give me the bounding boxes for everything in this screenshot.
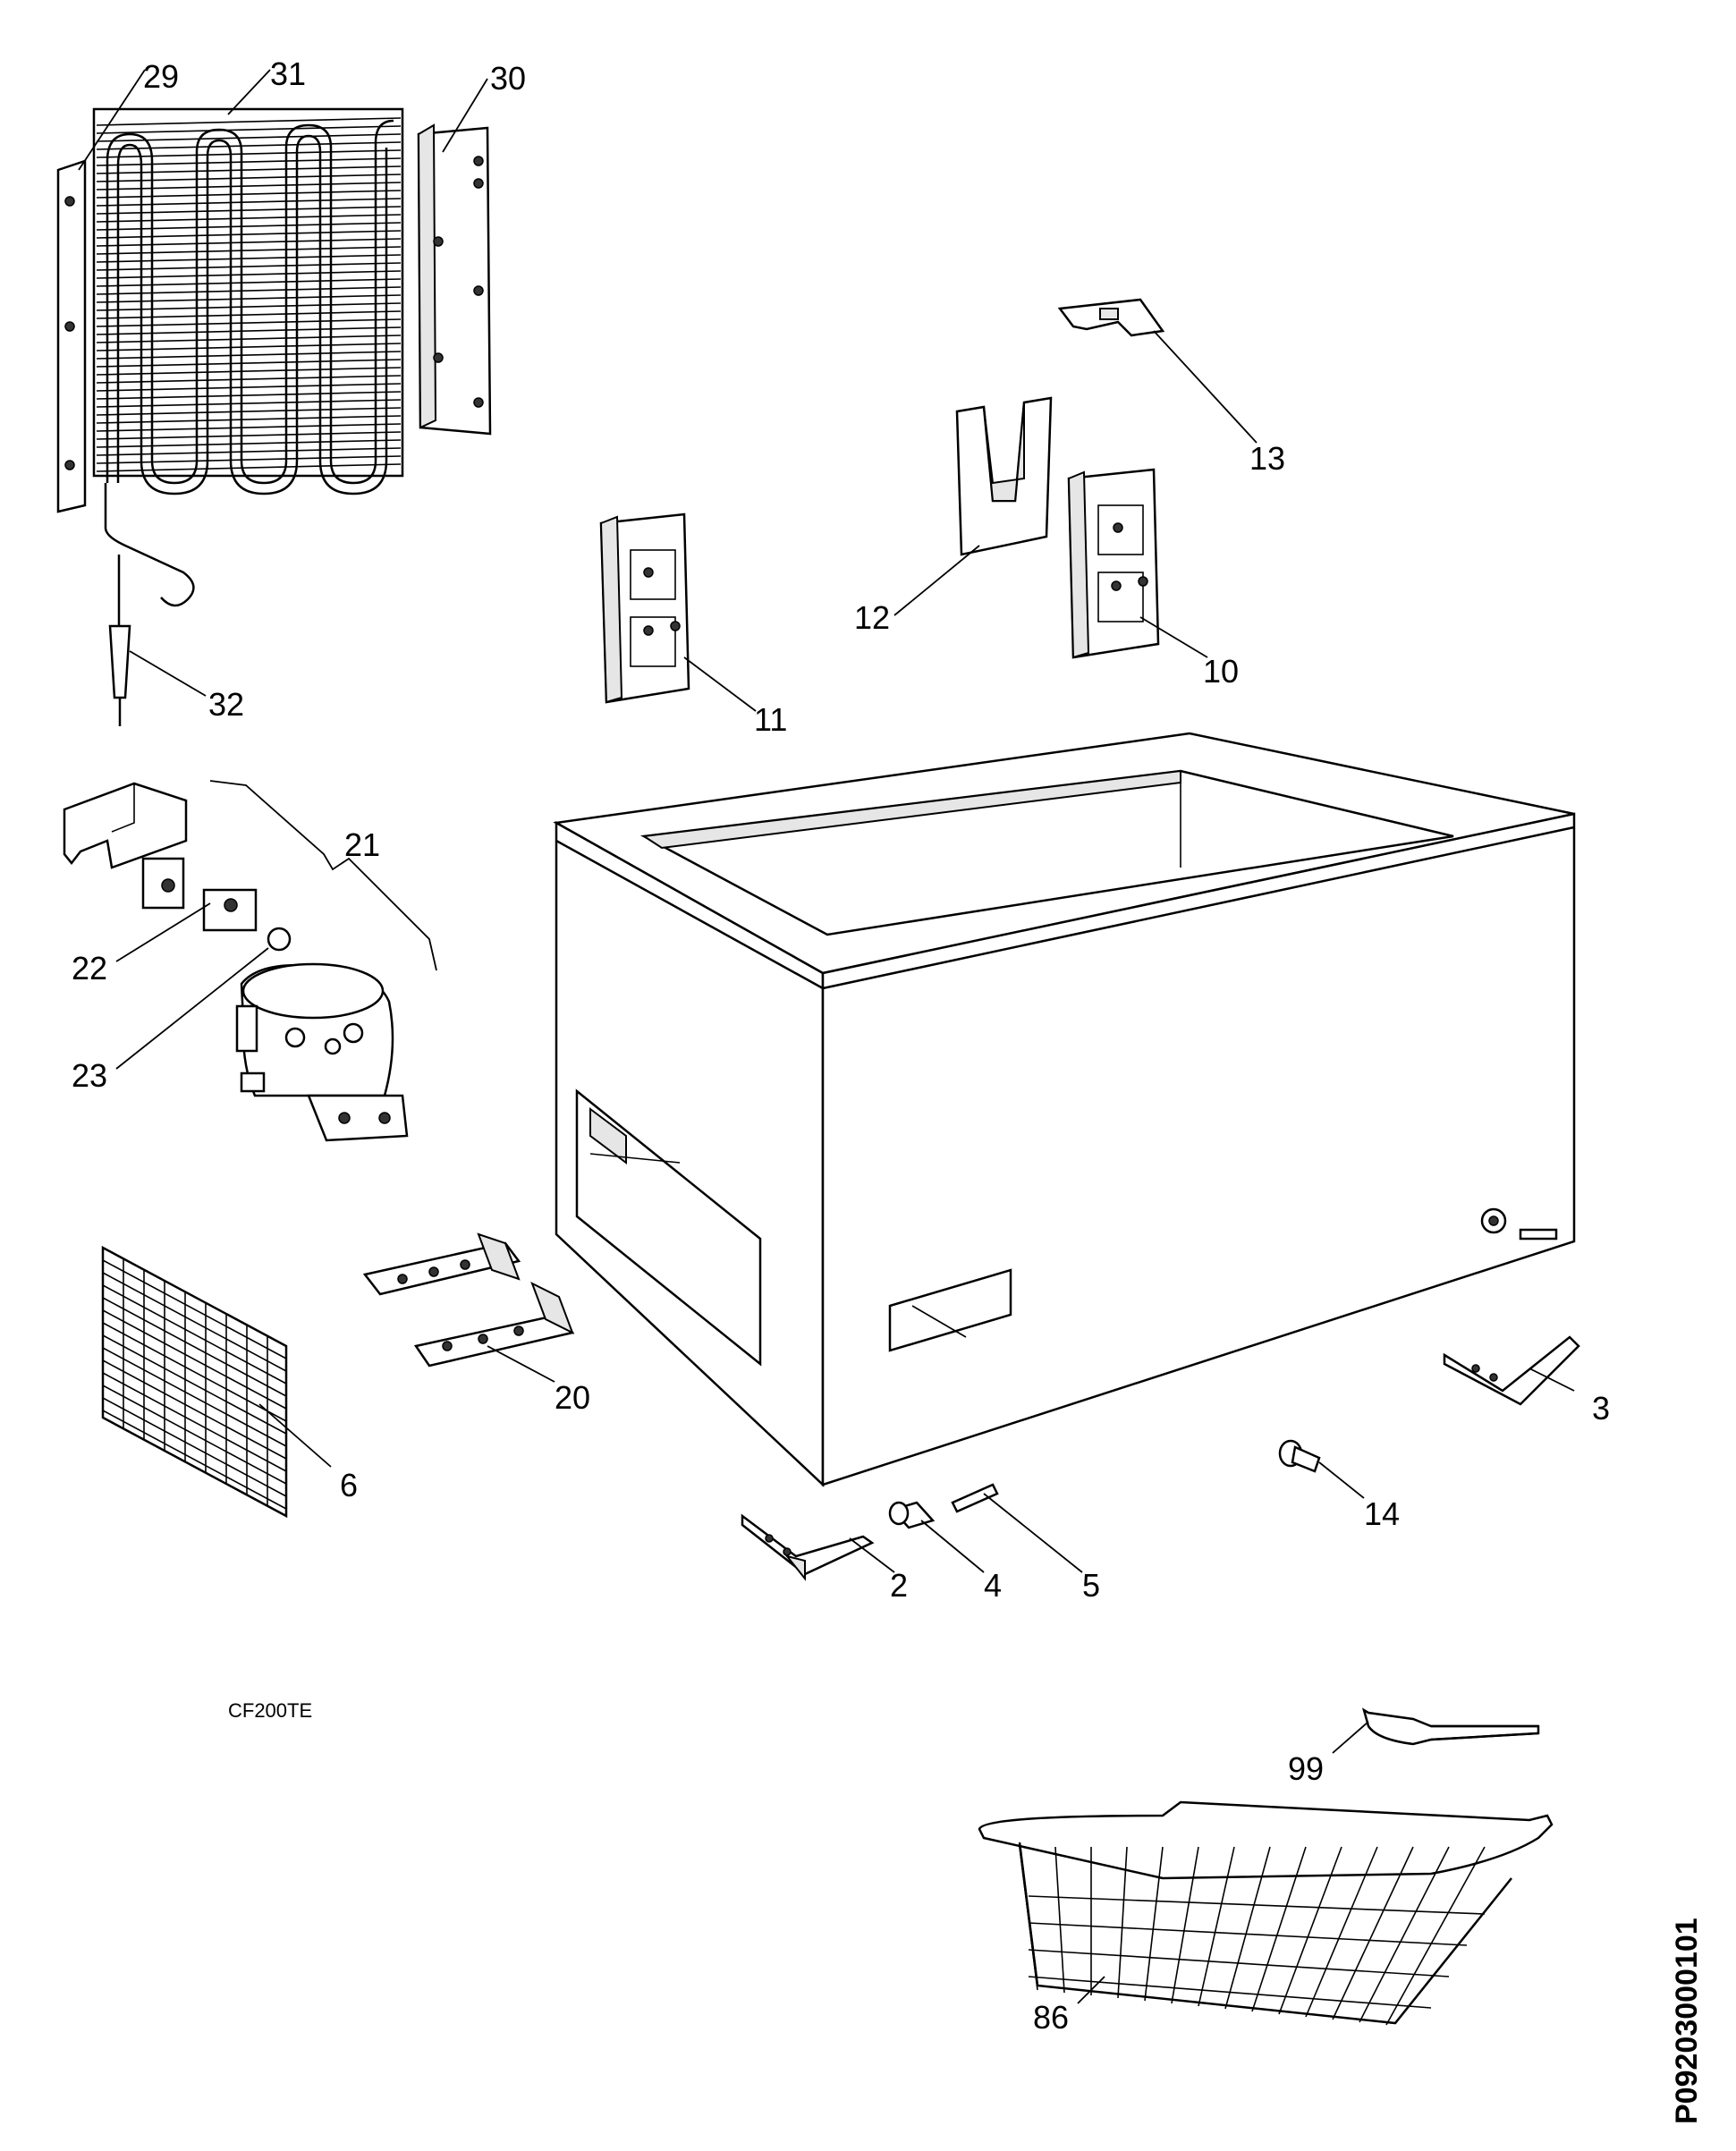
callout-13: 13 xyxy=(1249,440,1285,477)
relay-cover xyxy=(63,782,188,869)
callout-11: 11 xyxy=(754,701,787,738)
hinge-brackets xyxy=(362,1232,575,1368)
callout-30: 30 xyxy=(490,60,526,97)
compressor-group xyxy=(63,780,437,1142)
pin-5 xyxy=(951,1483,999,1513)
overload-protector xyxy=(267,927,292,952)
condenser-coil xyxy=(92,107,404,607)
condenser-right-bracket xyxy=(417,123,492,436)
callout-32: 32 xyxy=(208,686,244,723)
screw-14 xyxy=(1278,1439,1321,1473)
callout-14: 14 xyxy=(1364,1495,1400,1532)
start-relay xyxy=(141,857,258,932)
callout-22: 22 xyxy=(72,950,107,987)
filter-drier xyxy=(108,555,131,726)
hinge-11 xyxy=(599,512,690,704)
relay-group-bracket xyxy=(209,780,437,971)
hinge-bracket-lower xyxy=(413,1281,575,1368)
condenser-assembly xyxy=(56,107,492,726)
ventilation-grille xyxy=(101,1245,288,1519)
foot-2 xyxy=(741,1513,875,1581)
callout-6: 6 xyxy=(340,1467,358,1503)
callout-86: 86 xyxy=(1033,1999,1069,2036)
callout-29: 29 xyxy=(143,58,179,95)
leader-lines xyxy=(78,69,1575,2004)
hinge-cap-13 xyxy=(1057,298,1165,337)
callout-31: 31 xyxy=(270,55,306,92)
model-code: CF200TE xyxy=(228,1699,312,1722)
callout-23: 23 xyxy=(72,1057,107,1094)
callout-2: 2 xyxy=(890,1567,908,1604)
callout-20: 20 xyxy=(555,1379,590,1416)
callout-3: 3 xyxy=(1592,1390,1610,1427)
callout-21: 21 xyxy=(344,826,380,863)
condenser-left-bracket xyxy=(56,159,87,513)
document-number: P09203000101 xyxy=(1670,1918,1704,2124)
freezer-cabinet xyxy=(553,732,1576,1487)
callout-99: 99 xyxy=(1288,1750,1324,1787)
hinge-10 xyxy=(1067,468,1160,659)
wire-basket-86 xyxy=(978,1800,1554,2026)
callout-4: 4 xyxy=(984,1567,1002,1604)
hinge-bracket-upper xyxy=(362,1232,521,1296)
hinge-12 xyxy=(955,396,1053,556)
front-vent-slot xyxy=(888,1268,1012,1352)
callout-10: 10 xyxy=(1203,653,1239,690)
compressor xyxy=(235,962,409,1142)
callout-5: 5 xyxy=(1082,1567,1100,1604)
callout-12: 12 xyxy=(854,599,890,636)
foot-3 xyxy=(1443,1335,1580,1406)
callout-labels: 29 31 30 32 13 12 10 11 21 22 23 6 20 3 … xyxy=(72,55,1610,2036)
basket-handle-99 xyxy=(1361,1707,1540,1746)
